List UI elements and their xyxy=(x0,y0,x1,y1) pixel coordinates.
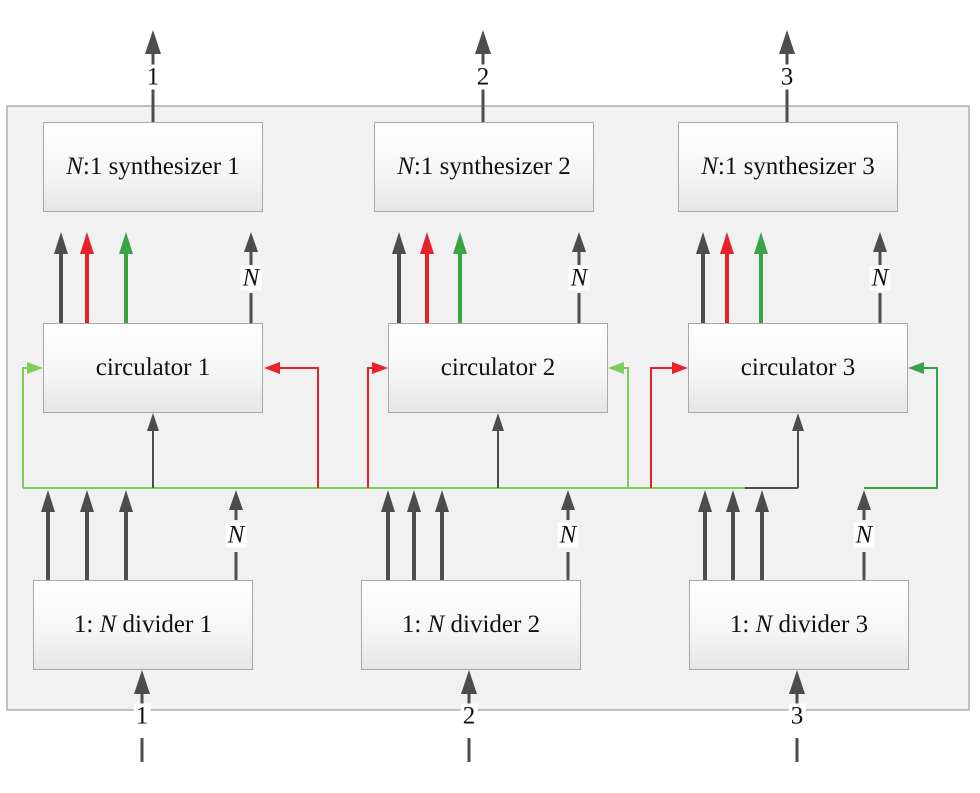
circulator-3-label: circulator 3 xyxy=(740,354,856,381)
feedback-red-to-circ-2 xyxy=(367,367,372,488)
synthesizer-3-label: :1 synthesizer 3 xyxy=(717,153,875,180)
feedback-red-to-circ-3 xyxy=(650,367,672,488)
divider-1-box: 1: N divider 1 xyxy=(33,580,253,670)
circulator-1-box: circulator 1 xyxy=(43,323,263,413)
feedback-red-to-circ-2-head xyxy=(372,362,388,374)
divider-2-prefix: 1: xyxy=(401,611,428,638)
divider-n-label-3: N xyxy=(853,521,875,549)
synth-2-red-arrow-head xyxy=(420,232,434,254)
divider-1-n: N xyxy=(99,611,117,638)
circulator-1-label: circulator 1 xyxy=(95,354,211,381)
input-port-1-arrow-head xyxy=(134,670,150,694)
divider-2-out-1-arrow-head xyxy=(381,490,395,512)
divider-3-n: N xyxy=(755,611,773,638)
circulator-to-synthesizer-arrows xyxy=(54,232,887,323)
divider-3-n-arrow-head xyxy=(857,490,871,510)
divider-1-out-3-arrow-head xyxy=(119,490,133,512)
divider-n-label-2: N xyxy=(557,521,579,549)
divider-3-out-1-arrow-head xyxy=(698,490,712,512)
feedback-red-to-circ-3-head xyxy=(672,362,688,374)
bus-to-circ-3-arrow-head xyxy=(792,413,804,431)
feedback-green-to-circ-2 xyxy=(624,367,629,488)
divider-1-out-1-arrow-head xyxy=(41,490,55,512)
divider-1-out-2-arrow-head xyxy=(80,490,94,512)
output-port-3-label: 3 xyxy=(778,63,796,91)
synth-n-label-3: N xyxy=(869,264,891,292)
feedback-green-to-circ-3 xyxy=(864,367,938,489)
synthesizer-3-n: N xyxy=(701,153,718,180)
circulator-3-box: circulator 3 xyxy=(688,323,908,413)
synthesizer-1-box: N:1 synthesizer 1 xyxy=(43,122,263,212)
synth-1-dark-arrow-head xyxy=(54,232,68,254)
synth-3-green-arrow-head xyxy=(754,232,768,254)
divider-2-box: 1: N divider 2 xyxy=(361,580,581,670)
output-port-3-arrow-head xyxy=(779,30,795,54)
input-port-2-label: 2 xyxy=(460,702,478,730)
synth-3-dark-arrow-head xyxy=(696,232,710,254)
synth-1-green-arrow-head xyxy=(119,232,133,254)
output-port-2-arrow-head xyxy=(475,30,491,54)
synthesizer-1-label: :1 synthesizer 1 xyxy=(82,153,240,180)
circulator-2-label: circulator 2 xyxy=(440,354,556,381)
bus-to-circ-2-arrow-head xyxy=(492,413,504,431)
bus-to-circ-1-arrow-head xyxy=(147,413,159,431)
synth-2-green-arrow-head xyxy=(453,232,467,254)
output-port-1-label: 1 xyxy=(144,63,162,91)
divider-1-label: divider 1 xyxy=(116,611,213,638)
divider-2-n: N xyxy=(427,611,445,638)
external-ports xyxy=(134,30,805,762)
synth-2-n-arrow-head xyxy=(572,232,586,252)
feedback-bus xyxy=(22,362,938,489)
synth-3-red-arrow-head xyxy=(720,232,734,254)
output-port-1-arrow-head xyxy=(145,30,161,54)
synthesizer-2-box: N:1 synthesizer 2 xyxy=(374,122,594,212)
synth-1-red-arrow-head xyxy=(80,232,94,254)
divider-3-out-3-arrow-head xyxy=(755,490,769,512)
synth-n-label-1: N xyxy=(240,264,262,292)
synth-3-n-arrow-head xyxy=(873,232,887,252)
synthesizer-2-label: :1 synthesizer 2 xyxy=(413,153,571,180)
synth-n-label-2: N xyxy=(568,264,590,292)
divider-2-n-arrow-head xyxy=(561,490,575,510)
divider-2-out-2-arrow-head xyxy=(407,490,421,512)
divider-3-box: 1: N divider 3 xyxy=(689,580,909,670)
feedback-red-to-circ-1 xyxy=(280,367,319,488)
input-port-1-label: 1 xyxy=(133,702,151,730)
divider-2-out-3-arrow-head xyxy=(435,490,449,512)
divider-1-n-arrow-head xyxy=(229,490,243,510)
divider-3-prefix: 1: xyxy=(729,611,756,638)
output-port-2-label: 2 xyxy=(474,63,492,91)
circulator-2-box: circulator 2 xyxy=(388,323,608,413)
feedback-green-to-circ-1-head xyxy=(27,362,43,374)
divider-output-arrows xyxy=(41,490,871,580)
divider-1-prefix: 1: xyxy=(73,611,100,638)
feedback-green-to-circ-3-head xyxy=(908,362,924,374)
feedback-red-to-circ-1-head xyxy=(264,362,280,374)
input-port-3-arrow-head xyxy=(789,670,805,694)
divider-3-label: divider 3 xyxy=(772,611,869,638)
feedback-green-to-circ-2-head xyxy=(608,362,624,374)
synthesizer-3-box: N:1 synthesizer 3 xyxy=(678,122,898,212)
divider-n-label-1: N xyxy=(225,521,247,549)
synth-2-dark-arrow-head xyxy=(392,232,406,254)
synthesizer-2-n: N xyxy=(397,153,414,180)
input-port-2-arrow-head xyxy=(461,670,477,694)
divider-3-out-2-arrow-head xyxy=(726,490,740,512)
divider-2-label: divider 2 xyxy=(444,611,541,638)
synthesizer-1-n: N xyxy=(66,153,83,180)
input-port-3-label: 3 xyxy=(788,702,806,730)
synth-1-n-arrow-head xyxy=(244,232,258,252)
